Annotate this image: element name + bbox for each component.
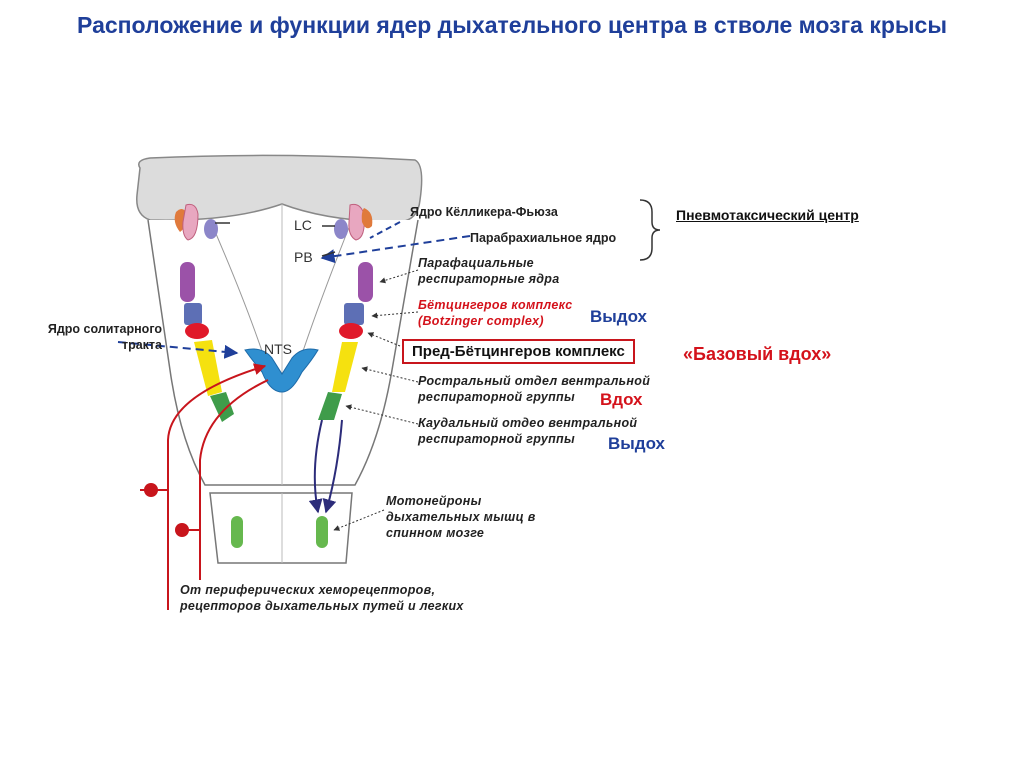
- function-exhale-botzinger: Выдох: [590, 307, 647, 327]
- lc-left: [204, 219, 218, 239]
- motoneurons-left: [231, 516, 243, 548]
- receptor-dot-1: [144, 483, 158, 497]
- kolliker-fuse-right-pink: [349, 204, 364, 240]
- pre-botzinger-left: [185, 323, 209, 339]
- pb-label: PB: [294, 249, 313, 265]
- lc-label: LC: [294, 217, 312, 233]
- bc-blue-right: [344, 303, 364, 325]
- parafacial-right: [358, 262, 373, 302]
- parabrachial-label: Парабрахиальное ядро: [470, 231, 616, 245]
- function-basal-inhale: «Базовый вдох»: [683, 344, 831, 365]
- motoneurons-label: Мотонейроны дыхательных мышц в спинном м…: [386, 493, 546, 541]
- pre-botzinger-right: [339, 323, 363, 339]
- kolliker-fuse-label: Ядро Кёлликера-Фьюза: [410, 205, 558, 219]
- botzinger-label: Бётцингеров комплекс (Botzinger complex): [418, 297, 578, 329]
- motoneurons-right: [316, 516, 328, 548]
- nts-label: NTS: [264, 341, 292, 357]
- parafacial-left: [180, 262, 195, 302]
- function-exhale-caudal: Выдох: [608, 434, 665, 454]
- bc-blue-left: [184, 303, 202, 325]
- function-inhale-rostral: Вдох: [600, 390, 642, 410]
- pre-botzinger-box: Пред-Бётцингеров комплекс: [402, 339, 635, 364]
- solitary-tract-label: Ядро солитарного тракта: [28, 321, 162, 353]
- receptor-dot-2: [175, 523, 189, 537]
- lc-right: [334, 219, 348, 239]
- peripheral-receptors-label: От периферических хеморецепторов, рецепт…: [180, 582, 510, 614]
- pneumotaxic-brace: [640, 200, 660, 260]
- parafacial-label: Парафациальные респираторные ядра: [418, 255, 588, 287]
- rostral-vrg-label: Ростральный отдел вентральной респиратор…: [418, 373, 688, 405]
- pneumotaxic-center-label: Пневмотаксический центр: [676, 207, 859, 223]
